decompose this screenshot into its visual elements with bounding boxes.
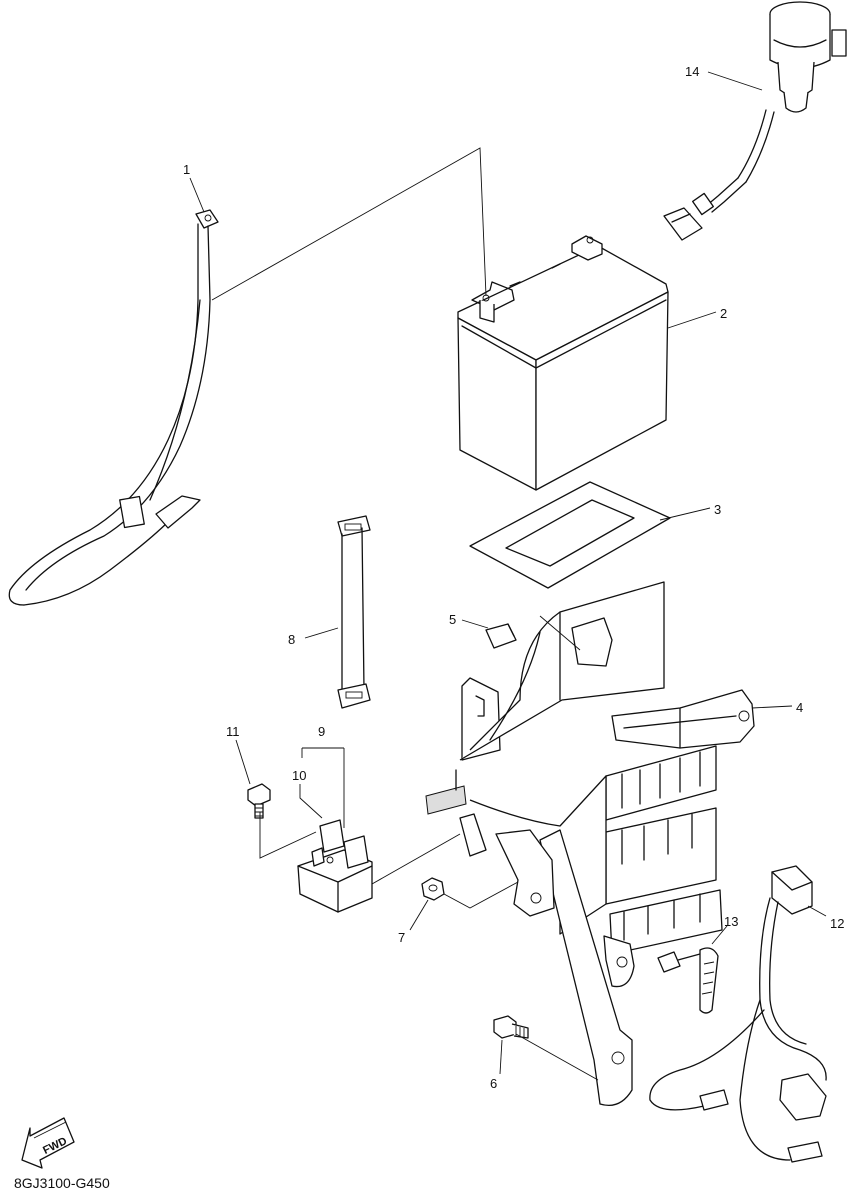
part-14-power-socket <box>663 1 847 241</box>
part-8-battery-band <box>337 515 371 709</box>
callout-leaders <box>189 71 827 1075</box>
part-3-battery-pad <box>469 481 671 589</box>
callout-2: 2 <box>720 306 727 321</box>
callout-14: 14 <box>685 64 699 79</box>
callout-12: 12 <box>830 916 844 931</box>
part-2-battery <box>457 235 669 491</box>
part-13-sensor <box>657 947 719 1014</box>
callout-1: 1 <box>183 162 190 177</box>
part-5-clip <box>485 623 517 649</box>
callout-7: 7 <box>398 930 405 945</box>
callout-5: 5 <box>449 612 456 627</box>
part-4-battery-box <box>425 581 755 1107</box>
callout-6: 6 <box>490 1076 497 1091</box>
callout-13: 13 <box>724 914 738 929</box>
callout-11: 11 <box>226 724 240 739</box>
fwd-arrow-icon: FWD <box>21 1117 75 1169</box>
assembly-lines <box>211 147 599 1081</box>
callout-10: 10 <box>292 768 306 783</box>
part-11-bolt <box>247 783 271 819</box>
part-12-wire-harness <box>649 865 827 1163</box>
part-7-nut <box>421 877 445 901</box>
part-1-wire-lead <box>8 209 219 606</box>
callout-3: 3 <box>714 502 721 517</box>
callout-8: 8 <box>288 632 295 647</box>
part-9-starter-relay <box>297 819 373 913</box>
callout-9: 9 <box>318 724 325 739</box>
diagram-code: 8GJ3100-G450 <box>14 1175 110 1191</box>
callout-4: 4 <box>796 700 803 715</box>
part-6-bolt <box>493 1015 529 1039</box>
callout-labels: 1 2 3 4 5 6 7 8 9 10 11 12 13 14 <box>183 64 844 1091</box>
